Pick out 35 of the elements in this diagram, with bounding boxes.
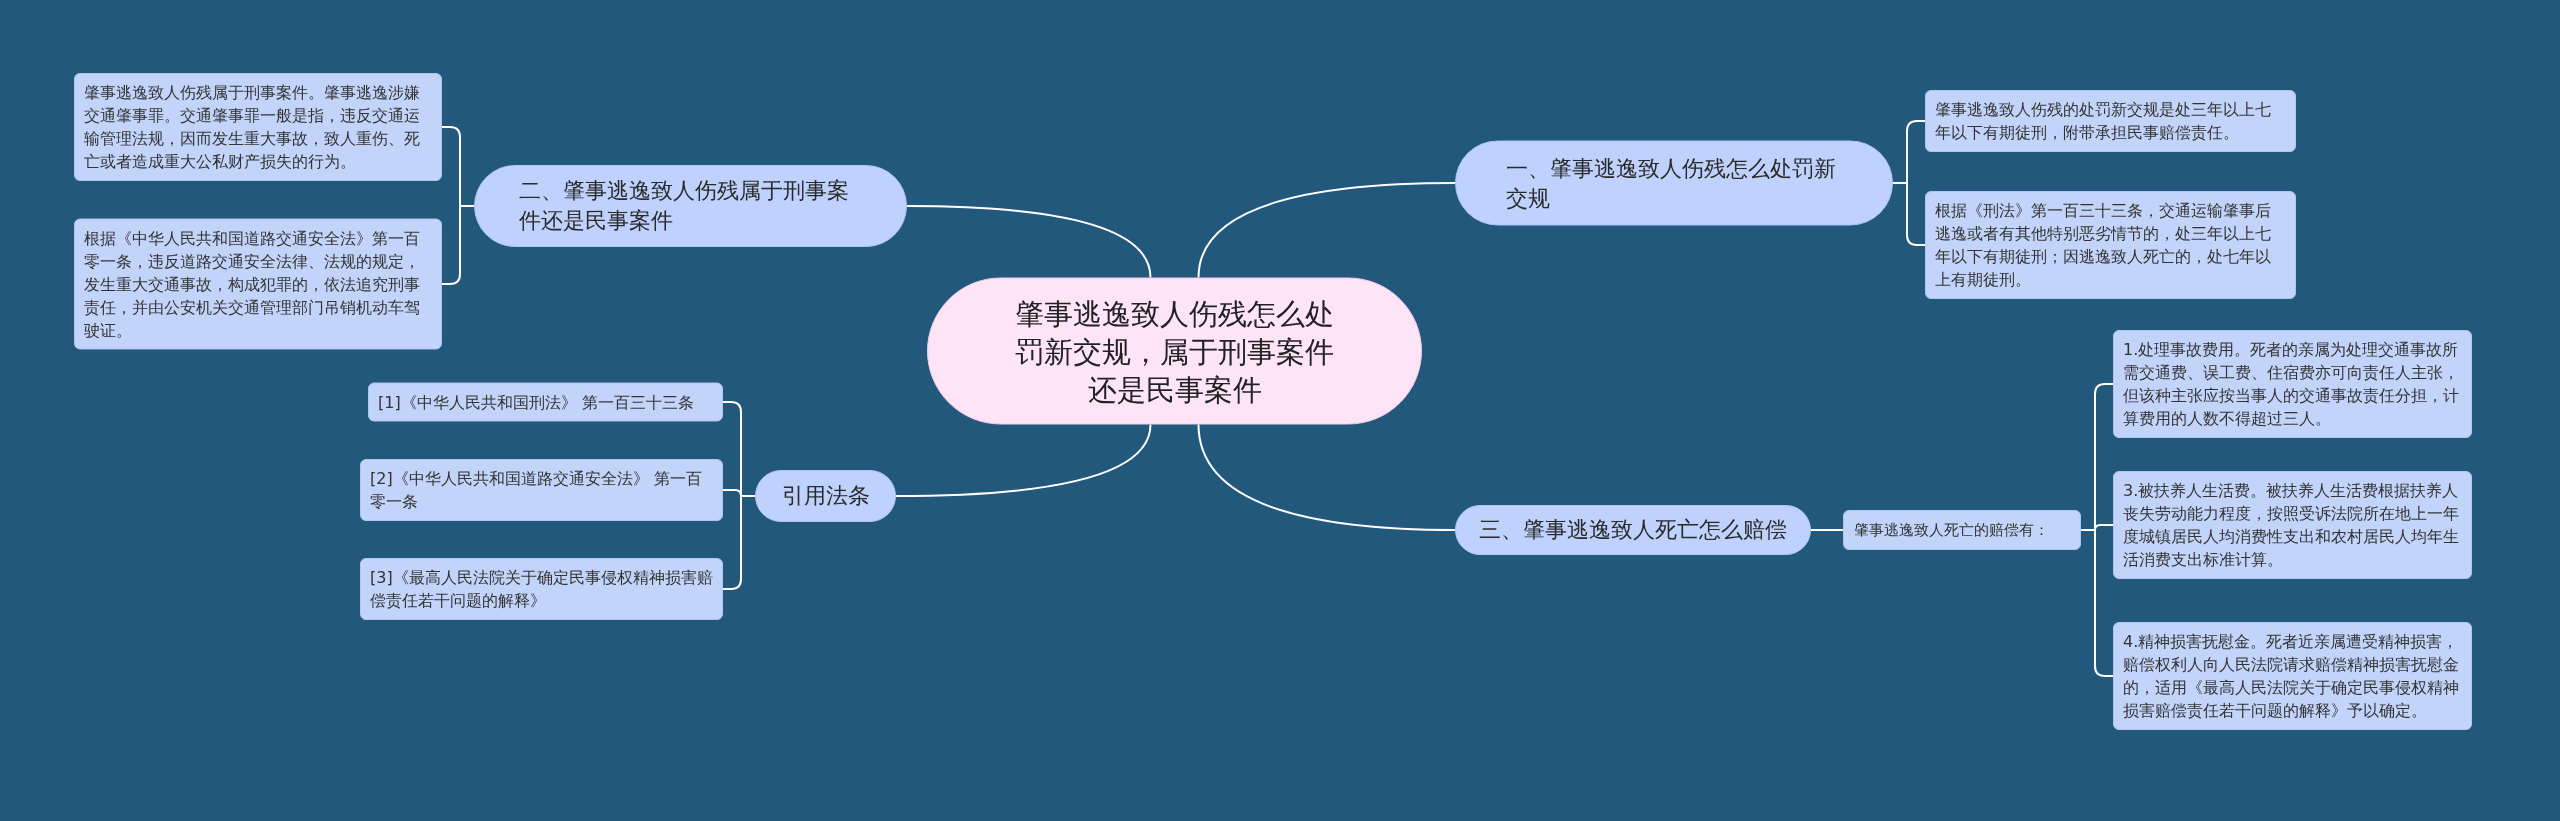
note-card	[2113, 330, 2472, 438]
note-card	[1925, 191, 2296, 299]
note-text: 1.处理事故费用。死者的亲属为处理交通事故所需交通费、误工费、住宿费亦可向责任人主张，但该种主张应按当事人的交通事故责任分担，计算费用的人数不得超过三人。	[2123, 339, 2460, 430]
note-card	[1843, 510, 2081, 550]
note-card	[360, 558, 723, 620]
note-card	[1925, 90, 2296, 152]
topic-pill	[755, 470, 896, 522]
note-text: 肇事逃逸致人伤残属于刑事案件。肇事逃逸涉嫌交通肇事罪。交通肇事罪一般是指，违反交通运输管理法规，因而发生重大事故，致人重伤、死亡或者造成重大公私财产损失的行为。	[84, 82, 421, 173]
note-text: [1]《中华人民共和国刑法》 第一百三十三条	[378, 391, 695, 414]
note-card	[2113, 471, 2472, 579]
topic-text: 引用法条	[781, 482, 870, 510]
note-card	[360, 459, 723, 521]
note-card	[368, 382, 723, 422]
note-text: [3]《最高人民法院关于确定民事侵权精神损害赔偿责任若干问题的解释》	[370, 567, 713, 612]
note-text: 肇事逃逸致人伤残的处罚新交规是处三年以上七年以下有期徒刑，附带承担民事赔偿责任。	[1935, 99, 2272, 144]
note-text: 根据《刑法》第一百三十三条，交通运输肇事后逃逸或者有其他特别恶劣情节的，处三年以上七年以下有期徒刑；因逃逸致人死亡的，处七年以上有期徒刑。	[1935, 200, 2272, 291]
connector-line	[1197, 423, 1456, 531]
central-topic-text: 肇事逃逸致人伤残怎么处罚新交规，属于刑事案件还是民事案件	[1014, 295, 1335, 408]
connector-line	[906, 205, 1152, 279]
note-text: [2]《中华人民共和国道路交通安全法》 第一百零一条	[370, 468, 703, 513]
topic-pill	[1455, 505, 1811, 555]
note-text: 肇事逃逸致人死亡的赔偿有：	[1854, 520, 2050, 541]
note-text: 4.精神损害抚慰金。死者近亲属遭受精神损害，赔偿权利人向人民法院请求赔偿精神损害抚慰金的，适用《最高人民法院关于确定民事侵权精神损害赔偿责任若干问题的解释》予以确定。	[2123, 631, 2460, 722]
topic-text: 一、肇事逃逸致人伤残怎么处罚新交规	[1506, 154, 1837, 212]
connector-line	[1892, 182, 1926, 246]
topic-text: 三、肇事逃逸致人死亡怎么赔偿	[1479, 516, 1787, 544]
topic-text: 二、肇事逃逸致人伤残属于刑事案件还是民事案件	[519, 177, 850, 235]
connector-line	[895, 423, 1152, 497]
note-card	[74, 73, 442, 181]
note-card	[74, 218, 442, 350]
note-card	[2113, 622, 2472, 730]
note-text: 3.被扶养人生活费。被扶养人生活费根据扶养人丧失劳动能力程度，按照受诉法院所在地上一年度城镇居民人均消费性支出和农村居民人均年生活消费支出标准计算。	[2123, 480, 2460, 571]
connector-line	[1197, 182, 1456, 279]
note-text: 根据《中华人民共和国道路交通安全法》第一百零一条，违反道路交通安全法律、法规的规定，发生重大交通事故，构成犯罪的，依法追究刑事责任，并由公安机关交通管理部门吊销机动车驾驶证。	[84, 227, 421, 342]
connector-line	[1810, 529, 1844, 531]
